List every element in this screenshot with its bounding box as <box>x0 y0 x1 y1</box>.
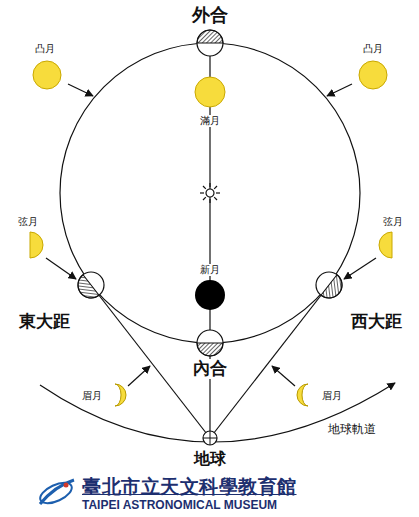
position-label: 外合 <box>192 5 228 26</box>
phase-label: 新月 <box>198 264 222 276</box>
crescent-icon <box>297 384 308 406</box>
pointer-arrow <box>68 84 93 96</box>
museum-name: 臺北市立天文科學教育館 <box>82 476 297 498</box>
venus-superior <box>197 30 223 56</box>
venus-inferior <box>197 330 223 356</box>
earth-orbit <box>40 383 395 442</box>
pointer-arrow <box>327 84 352 96</box>
phase-label: 弦月 <box>18 216 38 228</box>
earth-symbol <box>203 431 217 445</box>
phase-label: 凸月 <box>363 43 383 55</box>
gibbous-icon <box>359 61 387 89</box>
phase-label: 滿月 <box>198 115 222 127</box>
museum-name-english: TAIPEI ASTRONOMICAL MUSEUM <box>82 499 277 513</box>
sun-symbol <box>200 183 220 203</box>
pointer-arrow <box>46 258 76 279</box>
phase-label: 凸月 <box>35 43 55 55</box>
venus-east-elongation <box>73 272 104 303</box>
museum-logo-mark <box>37 479 75 508</box>
pointer-arrow <box>128 366 150 386</box>
position-label: 東大距 <box>19 312 70 332</box>
gibbous-icon <box>33 61 61 89</box>
phase-label: 眉月 <box>322 390 342 402</box>
orbit-label: 地球軌道 <box>328 423 376 437</box>
phase-label: 弦月 <box>383 216 403 228</box>
venus-orbit <box>60 43 360 343</box>
venus-west-elongation <box>316 272 347 303</box>
position-label: 西大距 <box>351 312 402 332</box>
half-phase-icon <box>379 232 392 258</box>
crescent-icon <box>115 384 126 406</box>
earth-label: 地球 <box>194 450 226 468</box>
pointer-arrow <box>272 366 295 386</box>
new-phase-disk <box>195 280 225 310</box>
pointer-arrow <box>344 258 376 279</box>
full-phase-disk <box>195 77 225 107</box>
phase-label: 眉月 <box>82 390 102 402</box>
half-phase-icon <box>30 232 43 258</box>
position-label: 內合 <box>191 359 229 379</box>
